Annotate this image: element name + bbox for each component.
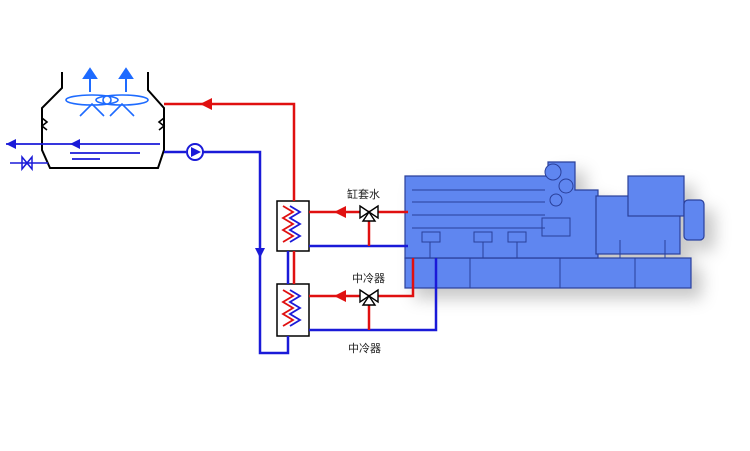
tower-water-lines <box>6 143 160 160</box>
flow-arrow-left <box>334 206 346 218</box>
inlet-arrows <box>6 139 80 149</box>
cooling-tower <box>40 72 166 169</box>
generator-set <box>404 161 705 289</box>
intercooler-label: 中冷器 <box>352 272 385 285</box>
three-way-valve-icon <box>359 204 379 222</box>
makeup-valve-icon <box>10 154 48 172</box>
pump-icon <box>164 143 204 161</box>
intercooler-bottom-label: 中冷器 <box>348 342 381 355</box>
jacket-water-label: 缸套水 <box>347 187 380 201</box>
flow-arrow-down <box>255 248 265 258</box>
heat-exchanger-icon <box>276 283 310 337</box>
exhaust-arrows <box>82 67 134 92</box>
fan-icon <box>65 94 149 117</box>
heat-exchanger-icon <box>276 200 310 252</box>
flow-arrow-left <box>334 290 346 302</box>
three-way-valve-icon <box>359 288 379 306</box>
flow-arrow-left <box>200 98 212 110</box>
cold-pipe <box>203 150 438 355</box>
